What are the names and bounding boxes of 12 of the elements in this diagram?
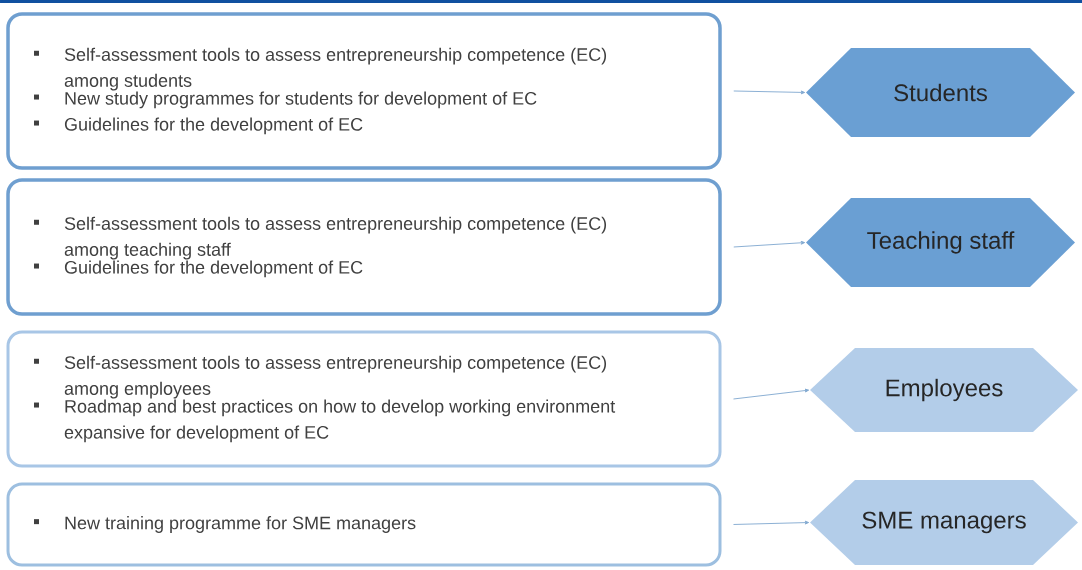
hexagon: Employees	[810, 348, 1078, 432]
bullet-list-box: Self-assessment tools to assess entrepreneurship competence (EC) among teaching staff Guidelines for the development of EC	[6, 178, 722, 316]
hexagon: SME managers	[810, 480, 1078, 565]
arrow	[733, 520, 810, 525]
arrow	[733, 90, 806, 95]
hexagon: Students	[806, 48, 1075, 137]
bullet-list-box: New training programme for SME managers	[6, 482, 722, 567]
bullet-list-box: Self-assessment tools to assess entrepreneurship competence (EC) among employees Roadmap and best practices on how to develop working environment expansive for development of EC	[6, 330, 722, 468]
hexagon: Teaching staff	[806, 198, 1075, 287]
bullet-list-box: Self-assessment tools to assess entrepreneurship competence (EC) among students New study programmes for students for development of EC Guidelines for the development of EC	[6, 12, 722, 170]
arrow	[733, 388, 810, 400]
arrow	[733, 240, 806, 248]
